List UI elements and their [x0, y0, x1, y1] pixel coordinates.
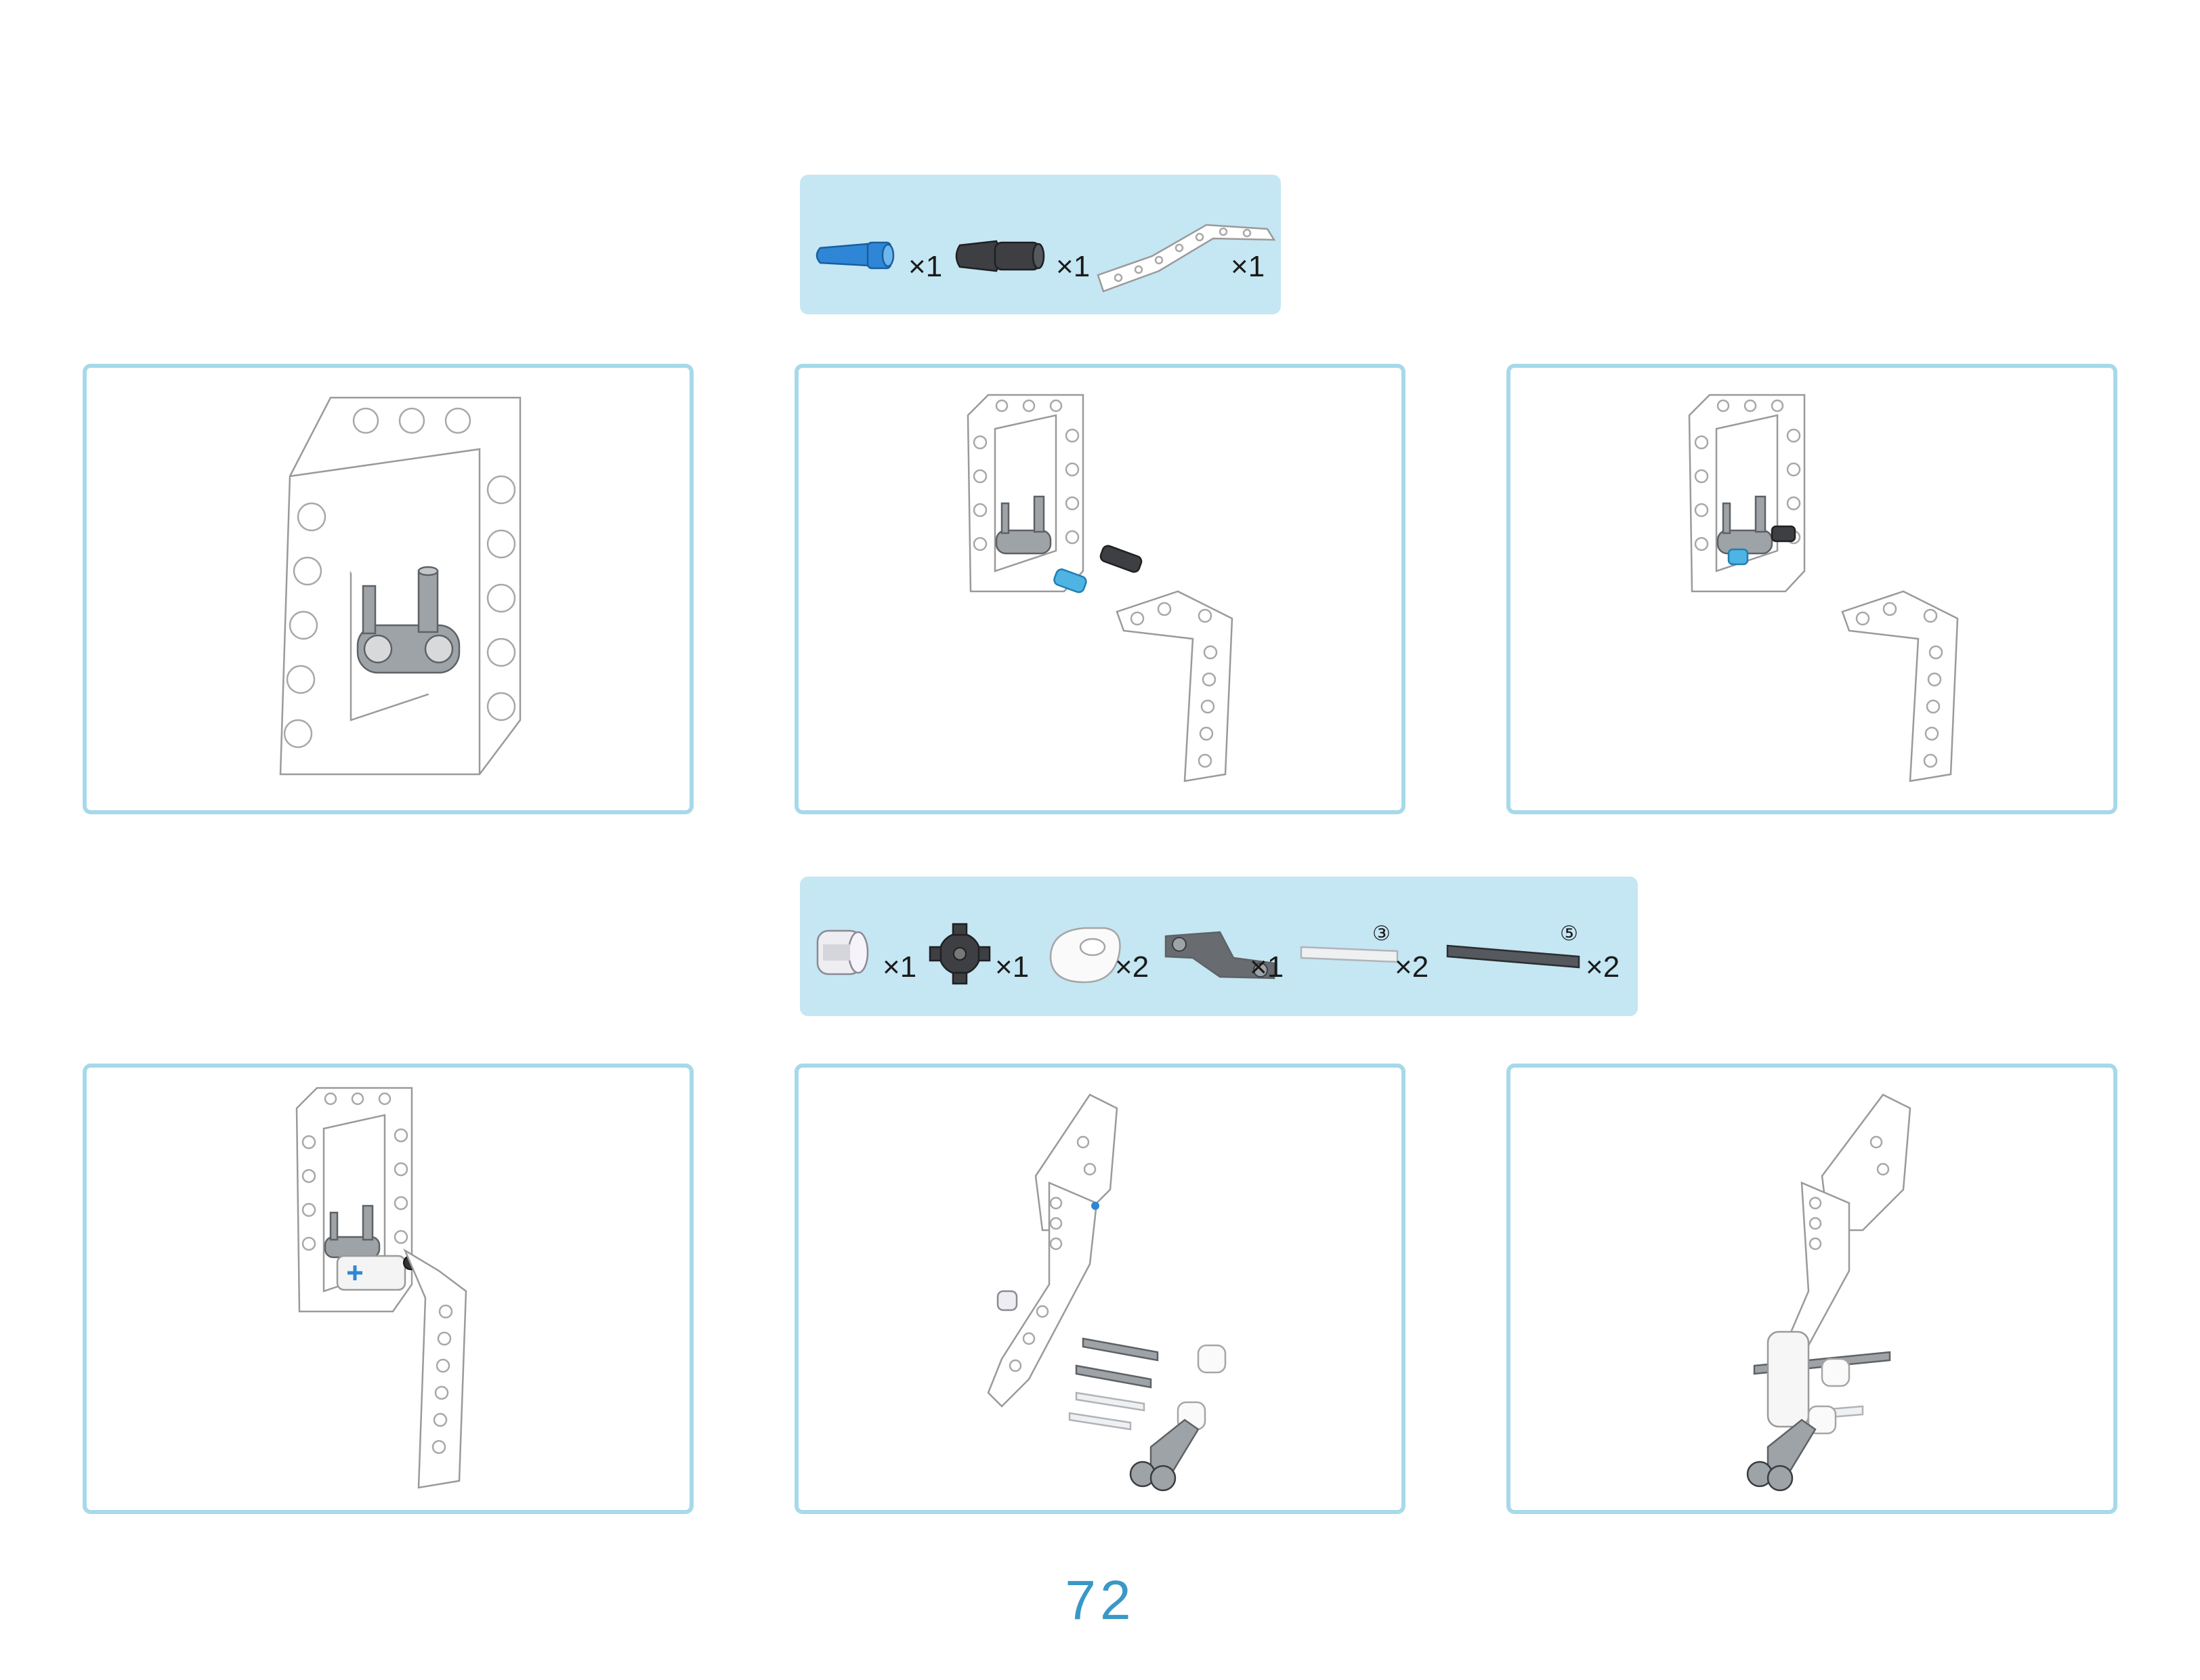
- bush-icon: [816, 929, 869, 975]
- step-4-illustration: [295, 1087, 467, 1489]
- parts-list-1-icons: [816, 224, 1276, 293]
- bent-beam-part: [1116, 590, 1233, 782]
- frame-part: [967, 394, 1084, 593]
- bent-beam-attached: [336, 1248, 467, 1489]
- step-3-illustration: [1688, 394, 1959, 782]
- qty-crank: ×1: [1250, 950, 1284, 984]
- step-6-illustration: [1746, 1093, 1911, 1492]
- step-panel-4: [83, 1064, 694, 1514]
- qty-black-pin: ×1: [1056, 250, 1091, 283]
- step-panel-2: [795, 364, 1405, 814]
- axle-3-icon: [1300, 946, 1399, 963]
- black-pin-part: [1099, 545, 1143, 573]
- bent-beam-part: [1841, 590, 1959, 782]
- frame-part: [279, 396, 522, 776]
- qty-bush: ×1: [883, 950, 917, 984]
- blue-pin-icon: [816, 241, 895, 270]
- parts-list-1: ×1 ×1 ×1: [800, 175, 1281, 314]
- step-panel-5: [795, 1064, 1405, 1514]
- grey-connector-part: [356, 566, 461, 674]
- gear-icon: [929, 923, 991, 985]
- axle-3-length-label: ③: [1372, 922, 1391, 946]
- parts-list-2: ×1 ×1 ×2 ×1 ③ ×2 ⑤ ×2: [800, 877, 1638, 1016]
- grey-connector-part: [324, 1204, 381, 1259]
- step-panel-1: [83, 364, 694, 814]
- crank-part: [1746, 1419, 1817, 1492]
- step-panel-6: [1506, 1064, 2117, 1514]
- crank-icon: [1164, 931, 1275, 980]
- bent-beam-icon: [1097, 224, 1276, 293]
- parts-list-2-icons: [816, 923, 1580, 985]
- black-pin-icon: [955, 240, 1045, 272]
- qty-connector: ×2: [1115, 950, 1149, 984]
- page-number: 72: [1065, 1570, 1135, 1631]
- step-panel-3: [1506, 364, 2117, 814]
- grey-connector-part: [1716, 495, 1796, 566]
- qty-blue-pin: ×1: [908, 250, 943, 283]
- frame-assembly: [987, 1093, 1118, 1408]
- qty-axle-3: ×2: [1395, 950, 1429, 984]
- frame-assembly: [1787, 1093, 1911, 1347]
- bush-part: [996, 1290, 1018, 1311]
- qty-bent-beam: ×1: [1231, 250, 1265, 283]
- step-1-illustration: [279, 396, 522, 776]
- connector-parts: [1177, 1344, 1227, 1431]
- crank-part: [1129, 1419, 1200, 1492]
- axles-parts: [1068, 1337, 1159, 1431]
- step-2-illustration: [967, 394, 1233, 782]
- assembled-axles: [1753, 1330, 1891, 1435]
- axle-5-length-label: ⑤: [1560, 922, 1578, 946]
- step-5-illustration: [987, 1093, 1227, 1492]
- connector-icon: [1049, 927, 1121, 984]
- axle-5-icon: [1446, 944, 1580, 969]
- qty-gear: ×1: [995, 950, 1030, 984]
- blue-pin-part: [1053, 568, 1087, 593]
- grey-connector-part: [995, 495, 1052, 555]
- qty-axle-5: ×2: [1586, 950, 1620, 984]
